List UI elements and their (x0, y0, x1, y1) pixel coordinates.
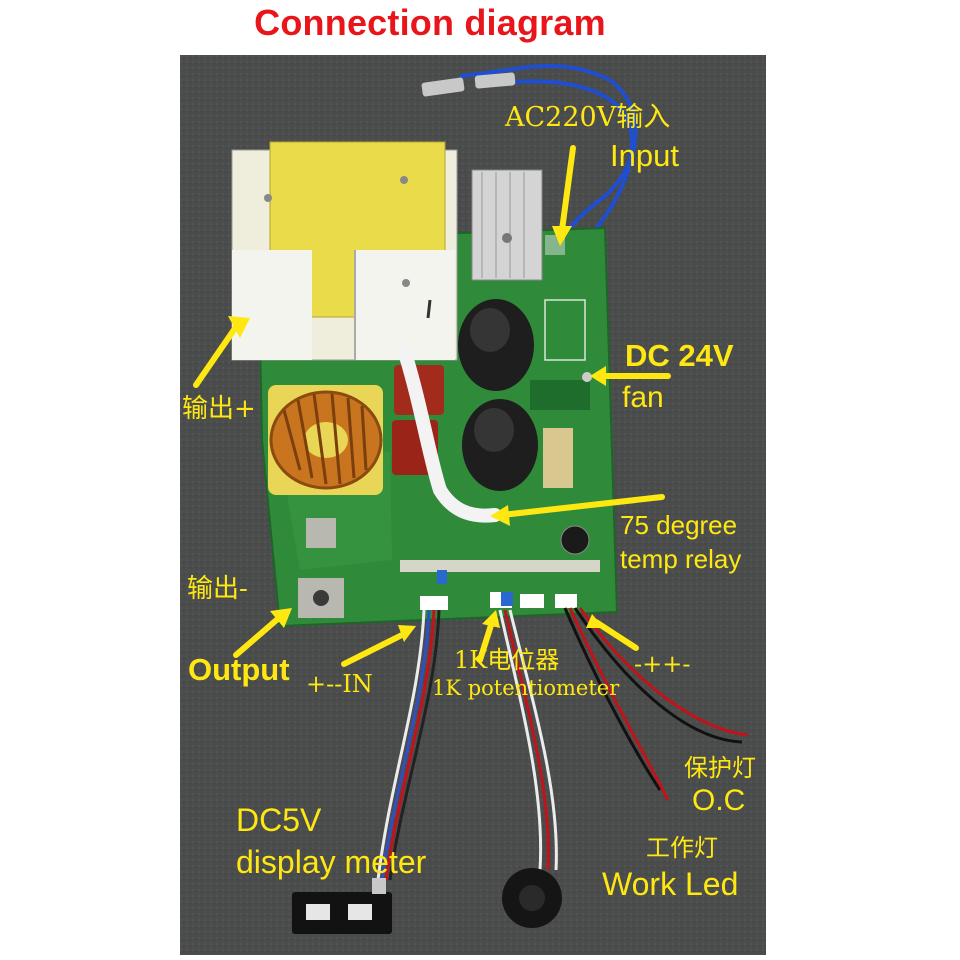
display-meter (292, 878, 392, 934)
label-oc: O.C (692, 784, 746, 817)
label-potentiometer-en: 1K potentiometer (432, 676, 620, 700)
label-output-plus: 输出+ (182, 394, 256, 424)
label-work-led-cn: 工作灯 (646, 834, 718, 862)
label-work-led-en: Work Led (602, 866, 739, 902)
annotation-arrows (193, 145, 671, 667)
label-ac-input-cn: AC220V输入 (505, 102, 671, 133)
electrolytic-capacitors (458, 299, 538, 491)
label-output-minus: 输出- (187, 574, 248, 604)
led-wires (563, 607, 749, 801)
label-in-pins: +--IN (306, 670, 373, 698)
control-header-strip (400, 560, 600, 610)
label-ac-input-en: Input (610, 138, 679, 173)
label-temp-relay-2: temp relay (620, 544, 742, 574)
temp-relay-cable (397, 343, 502, 523)
potentiometer-knob (502, 868, 562, 928)
label-potentiometer-cn: 1K电位器 (454, 646, 560, 674)
label-temp-relay-1: 75 degree (620, 510, 738, 540)
ac-input-terminals (421, 72, 516, 97)
potentiometer-wires (498, 609, 558, 871)
label-dc24v: DC 24V (625, 338, 734, 373)
diagram-title: Connection diagram (254, 2, 606, 43)
label-protect-led-cn: 保护灯 (684, 754, 756, 782)
transformer-block (231, 141, 458, 361)
label-meter-1: DC5V (236, 802, 322, 838)
label-led-pins: -++- (634, 650, 691, 678)
heatsink (471, 169, 543, 281)
board-photo (180, 55, 766, 955)
label-meter-2: display meter (236, 844, 427, 880)
toroid-inductor (268, 385, 383, 495)
label-fan: fan (622, 381, 664, 414)
meter-wires (376, 609, 441, 881)
output-terminals (298, 518, 344, 618)
relay-area (530, 235, 592, 555)
label-output: Output (188, 652, 290, 687)
